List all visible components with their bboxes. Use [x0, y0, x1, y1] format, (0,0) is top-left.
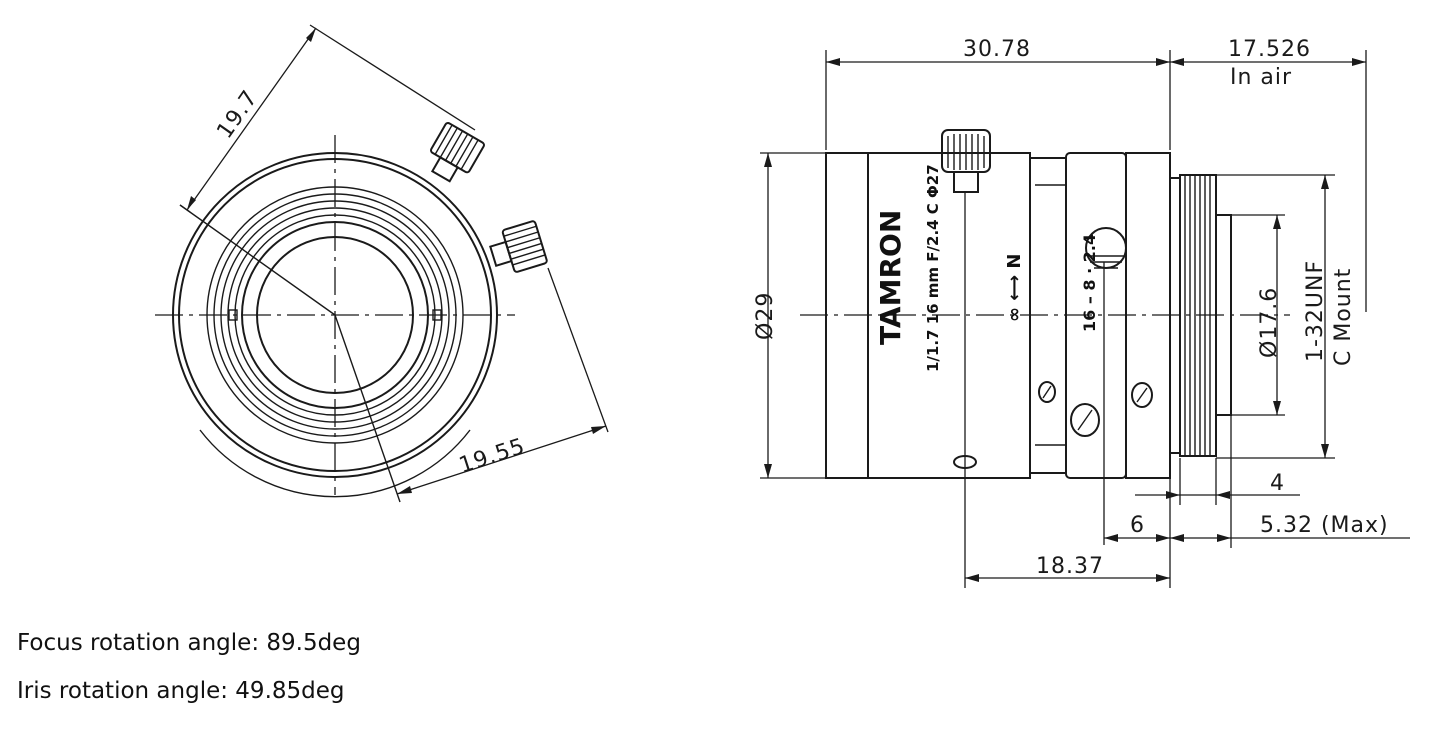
focus-rotation-note: Focus rotation angle: 89.5deg: [17, 630, 361, 656]
dim-17-526-note: In air: [1230, 65, 1292, 90]
focus-scale-marks: ∞ ⟷ N: [1004, 254, 1025, 322]
dim-17-526-arrow-2: [1352, 58, 1366, 66]
dim-19-7-ext-1: [179, 204, 191, 213]
technical-drawing: 19.7 19.55: [155, 24, 1410, 588]
screw-iris: [1070, 403, 1100, 437]
dim-19-7-ext-2: [309, 24, 476, 131]
dim-19-7-arrow-1: [187, 196, 196, 210]
dim-19-55-label: 19.55: [456, 434, 528, 479]
dim-19-7-arrow-2: [306, 28, 316, 42]
side-iris-knob: [1085, 227, 1127, 269]
barrel-model-text: 1/1.7 16 mm F/2.4 C Φ27: [924, 164, 942, 372]
dim-17-526-arrow-1: [1170, 58, 1184, 66]
dim-18-37-label: 18.37: [1036, 554, 1104, 579]
dim-dia29-label: Ø29: [753, 292, 778, 340]
dim-mount-arrow-2: [1321, 444, 1329, 458]
front-ring-2: [213, 193, 457, 437]
dim-dia17-6-arrow-1: [1273, 215, 1281, 229]
dim-19-55-arrow-2: [591, 426, 606, 434]
dim-19-7-radius-line: [179, 204, 336, 316]
dim-19-7-label: 19.7: [212, 86, 263, 144]
side-view: TAMRON 1/1.7 16 mm F/2.4 C Φ27 ∞ ⟷ N 16 …: [753, 37, 1410, 588]
outer-barrel-ring-inner: [178, 158, 492, 472]
dim-19-55-arrow-1: [397, 486, 412, 494]
dim-30-78-arrow-1: [826, 58, 840, 66]
screw-body: [1038, 381, 1056, 403]
front-ring-5: [234, 214, 436, 416]
front-ring-4: [227, 207, 443, 423]
dim-4-arrow-1: [1166, 491, 1180, 499]
dim-dia29-arrow-1: [764, 153, 772, 167]
dim-19-55-line: [396, 425, 607, 495]
dim-dia29-arrow-2: [764, 464, 772, 478]
front-bottom-arc: [199, 429, 471, 498]
front-ring-3: [220, 200, 450, 430]
mount-thread: [1179, 174, 1217, 457]
front-screw-left: [228, 309, 238, 321]
front-lens-opening: [256, 236, 414, 394]
dim-18-37-arrow-1: [965, 574, 979, 582]
dim-19-55-ext: [547, 267, 609, 433]
dim-532-label: 5.32 (Max): [1260, 513, 1389, 538]
iris-scale-marks: 16 – 8 · 2.4: [1080, 234, 1099, 332]
dim-4-label: 4: [1270, 471, 1285, 496]
dim-6-arrow-1: [1104, 534, 1118, 542]
dim-532-arrow-2: [1217, 534, 1231, 542]
iris-rotation-note: Iris rotation angle: 49.85deg: [17, 678, 345, 704]
front-ring-6: [241, 221, 429, 409]
rear-lens-holder: [1215, 214, 1232, 416]
dim-mount-arrow-1: [1321, 175, 1329, 189]
front-view: 19.7 19.55: [155, 24, 609, 503]
dim-30-78-arrow-2: [1156, 58, 1170, 66]
dim-532-arrow-1: [1170, 534, 1184, 542]
dim-18-37-arrow-2: [1156, 574, 1170, 582]
dim-19-55-radius-line: [334, 314, 401, 503]
dim-19-7-line: [186, 27, 317, 211]
dim-17-526-label: 17.526: [1228, 37, 1311, 62]
dim-6-label: 6: [1130, 513, 1145, 538]
side-focus-knob: [941, 129, 991, 193]
barrel-logo: TAMRON: [874, 210, 907, 345]
dim-6-arrow-2: [1156, 534, 1170, 542]
dim-4-arrow-2: [1216, 491, 1230, 499]
front-knob-right: [489, 220, 548, 273]
screw-rear: [1131, 382, 1153, 408]
front-knob-upper: [430, 122, 485, 183]
front-ring-1: [206, 186, 464, 444]
outer-barrel-ring: [172, 152, 498, 478]
front-screw-right: [432, 309, 442, 321]
dim-dia17-6-label: Ø17.6: [1257, 287, 1282, 358]
dim-mount-type-label: C Mount: [1331, 268, 1356, 366]
dim-30-78-label: 30.78: [963, 37, 1031, 62]
dim-mount-thread-label: 1-32UNF: [1303, 260, 1328, 362]
dim-dia17-6-arrow-2: [1273, 401, 1281, 415]
